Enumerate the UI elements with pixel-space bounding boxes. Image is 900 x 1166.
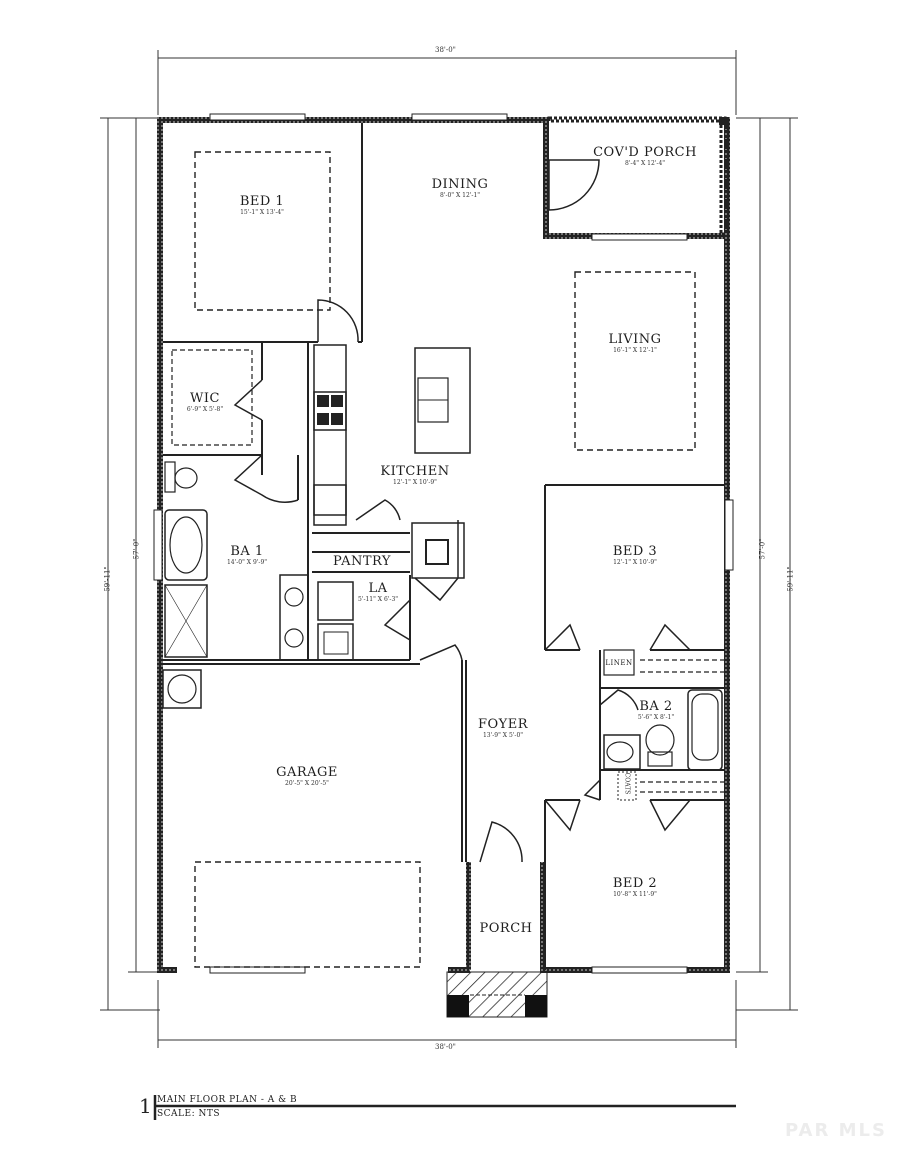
plan-title: MAIN FLOOR PLAN - A & B bbox=[157, 1095, 298, 1105]
room-porch: PORCH bbox=[480, 922, 533, 936]
room-name: COV'D PORCH bbox=[593, 145, 697, 160]
front-porch-steps bbox=[446, 971, 548, 1018]
room-pantry: PANTRY bbox=[333, 555, 391, 569]
room-size: 10'-8" X 11'-9" bbox=[613, 891, 657, 898]
room-garage: GARAGE 20'-5" X 20'-5" bbox=[276, 766, 338, 788]
room-name: PORCH bbox=[479, 921, 533, 936]
interior-walls bbox=[162, 123, 724, 970]
room-name: LIVING bbox=[608, 332, 662, 347]
dim-right-inner-depth: 57'-0" bbox=[758, 538, 767, 560]
covered-porch-posts bbox=[547, 116, 728, 236]
room-foyer: FOYER 13'-9" X 5'-0" bbox=[478, 718, 528, 740]
room-size: 13'-9" X 5'-0" bbox=[482, 732, 524, 739]
room-bed3: BED 3 12'-1" X 10'-9" bbox=[613, 545, 657, 567]
room-name: FOYER bbox=[477, 717, 529, 732]
room-name: GARAGE bbox=[276, 765, 338, 780]
room-ba2: BA 2 5'-6" X 8'-1" bbox=[638, 700, 674, 722]
room-size: 8'-4" X 12'-4" bbox=[624, 160, 666, 167]
room-coats: COATS bbox=[623, 772, 631, 795]
room-size: 8'-0" X 12'-1" bbox=[439, 192, 481, 199]
room-name: PANTRY bbox=[333, 554, 391, 569]
room-wic: WIC 6'-9" X 5'-8" bbox=[187, 392, 223, 414]
room-kitchen: KITCHEN 12'-1" X 10'-9" bbox=[380, 465, 449, 487]
dimension-lines bbox=[100, 50, 798, 1048]
room-laundry: LA 5'-11" X 6'-3" bbox=[358, 582, 398, 604]
dim-bottom-width: 38'-0" bbox=[435, 1043, 456, 1051]
room-size: 15'-1" X 13'-4" bbox=[240, 209, 284, 216]
room-living: LIVING 16'-1" X 12'-1" bbox=[608, 333, 661, 355]
room-size: 16'-1" X 12'-1" bbox=[613, 347, 657, 354]
room-bed1: BED 1 15'-1" X 13'-4" bbox=[240, 195, 284, 217]
plan-scale: SCALE: NTS bbox=[157, 1109, 221, 1119]
room-covered-porch: COV'D PORCH 8'-4" X 12'-4" bbox=[593, 146, 697, 168]
room-size: 20'-5" X 20'-5" bbox=[285, 780, 329, 787]
doors bbox=[233, 159, 691, 863]
room-ba1: BA 1 14'-0" X 9'-9" bbox=[227, 545, 267, 567]
room-size: 12'-1" X 10'-9" bbox=[393, 479, 437, 486]
room-name: WIC bbox=[190, 391, 220, 406]
room-size: 5'-6" X 8'-1" bbox=[637, 714, 675, 721]
dim-top-width: 38'-0" bbox=[435, 46, 456, 54]
room-name: BED 3 bbox=[612, 544, 658, 559]
room-name: BA 2 bbox=[639, 699, 673, 714]
room-size: 6'-9" X 5'-8" bbox=[186, 406, 224, 413]
room-bed2: BED 2 10'-8" X 11'-9" bbox=[613, 877, 657, 899]
dim-left-outer-depth: 59'-11" bbox=[103, 566, 112, 592]
room-name: LINEN bbox=[605, 659, 633, 667]
room-dining: DINING 8'-0" X 12'-1" bbox=[432, 178, 489, 200]
room-name: BED 1 bbox=[239, 194, 285, 209]
dim-left-inner-depth: 57'-0" bbox=[132, 538, 141, 560]
room-size: 5'-11" X 6'-3" bbox=[357, 596, 399, 603]
room-size: 12'-1" X 10'-9" bbox=[613, 559, 657, 566]
room-linen: LINEN bbox=[605, 656, 632, 670]
room-name: KITCHEN bbox=[380, 464, 450, 479]
sheet-number: 1 bbox=[139, 1094, 152, 1118]
mls-watermark-logo: PAR MLS bbox=[785, 1120, 887, 1141]
room-name: LA bbox=[368, 581, 388, 596]
title-block-lines bbox=[153, 1095, 736, 1120]
room-size: 14'-0" X 9'-9" bbox=[226, 559, 268, 566]
room-name: BED 2 bbox=[612, 876, 658, 891]
room-name: DINING bbox=[431, 177, 489, 192]
room-name: BA 1 bbox=[230, 544, 264, 559]
dim-right-outer-depth: 59'-11" bbox=[786, 566, 795, 592]
